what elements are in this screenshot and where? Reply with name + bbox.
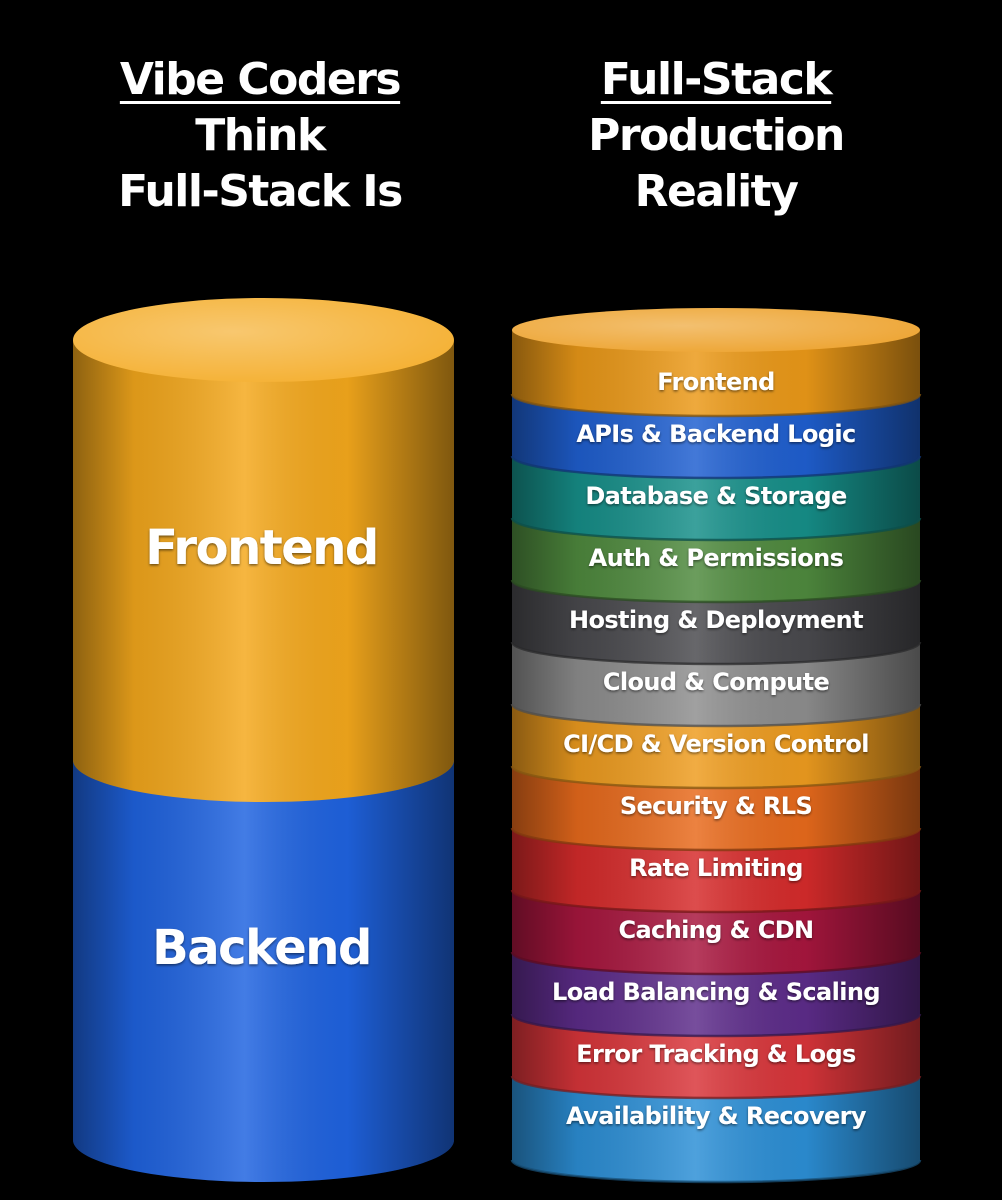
layer-availability-and-recovery: Availability & Recovery <box>510 1074 922 1184</box>
left-segment-frontend: Frontend <box>73 298 454 802</box>
left-segment-frontend-label: Frontend <box>145 520 378 576</box>
layer-load-balancing-and-scaling-rim <box>510 1013 922 1038</box>
left-heading-line-2: Think <box>195 110 326 161</box>
layer-error-tracking-and-logs-label: Error Tracking & Logs <box>576 1040 856 1068</box>
layer-rate-limiting-rim <box>510 889 922 914</box>
layer-ci-cd-and-version-control-rim <box>510 765 922 790</box>
layer-availability-and-recovery-rim <box>510 1159 922 1184</box>
right-heading: Full-Stack Production Reality <box>536 52 896 220</box>
left-segment-backend-shading <box>73 760 454 1182</box>
layer-frontend-rim <box>510 393 922 418</box>
layer-apis-and-backend-logic-rim <box>510 455 922 480</box>
layer-caching-and-cdn-label: Caching & CDN <box>618 916 813 944</box>
layer-frontend-shading <box>512 330 920 416</box>
left-heading-line-3: Full-Stack Is <box>118 166 403 217</box>
left-segment-frontend-top-shine <box>73 298 454 382</box>
layer-auth-and-permissions-rim <box>510 579 922 604</box>
layer-cloud-and-compute-label: Cloud & Compute <box>603 668 830 696</box>
layer-ci-cd-and-version-control-label: CI/CD & Version Control <box>563 730 869 758</box>
layer-error-tracking-and-logs-rim <box>510 1075 922 1100</box>
layer-rate-limiting-label: Rate Limiting <box>629 854 803 882</box>
left-segment-backend: Backend <box>73 760 454 1182</box>
left-cylinder-stack: Backend Frontend <box>73 298 454 1182</box>
left-heading-line-1: Vibe Coders <box>119 54 402 105</box>
layer-load-balancing-and-scaling-label: Load Balancing & Scaling <box>552 978 880 1006</box>
layer-database-and-storage-label: Database & Storage <box>585 482 847 510</box>
layer-frontend: Frontend <box>510 308 922 418</box>
right-heading-line-1: Full-Stack <box>600 54 833 105</box>
right-layer-stack: Availability & Recovery Error Tracking & … <box>510 308 922 1184</box>
layer-hosting-and-deployment-rim <box>510 641 922 666</box>
layer-hosting-and-deployment-label: Hosting & Deployment <box>569 606 863 634</box>
layer-apis-and-backend-logic-label: APIs & Backend Logic <box>576 420 855 448</box>
left-heading: Vibe Coders Think Full-Stack Is <box>80 52 440 220</box>
left-segment-backend-label: Backend <box>152 920 371 976</box>
layer-cloud-and-compute-rim <box>510 703 922 728</box>
layer-availability-and-recovery-label: Availability & Recovery <box>566 1102 867 1130</box>
layer-caching-and-cdn-rim <box>510 951 922 976</box>
layer-frontend-label: Frontend <box>657 368 775 396</box>
left-segment-frontend-shading <box>73 340 454 802</box>
layer-database-and-storage-rim <box>510 517 922 542</box>
layer-security-and-rls-label: Security & RLS <box>620 792 812 820</box>
layer-security-and-rls-rim <box>510 827 922 852</box>
layer-availability-and-recovery-shading <box>512 1074 920 1182</box>
layer-auth-and-permissions-label: Auth & Permissions <box>589 544 844 572</box>
right-heading-line-2: Production <box>588 110 845 161</box>
layer-frontend-top-shine <box>512 308 920 352</box>
right-heading-line-3: Reality <box>634 166 799 217</box>
